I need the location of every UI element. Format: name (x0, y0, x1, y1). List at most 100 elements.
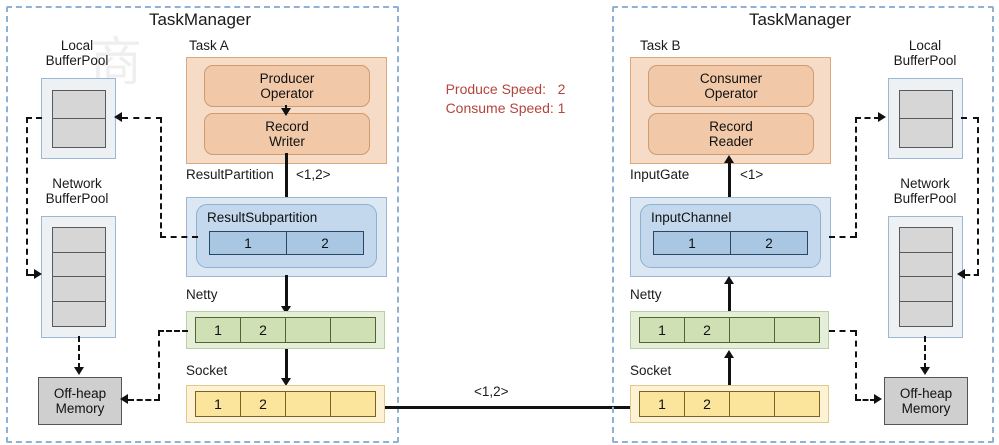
right-task-label: Task B (640, 38, 681, 53)
right-offheap-side-arrowhead (874, 394, 882, 404)
right-dash-localpool-down (977, 117, 979, 275)
subpartition-slot: 1 (210, 232, 287, 254)
netty-cell: 2 (241, 318, 286, 342)
left-netty-label: Netty (186, 287, 218, 302)
pool-cell (53, 253, 105, 277)
right-dash-into-network-pool (965, 274, 979, 276)
right-dash-into-local-pool (855, 117, 880, 119)
right-taskmanager-title: TaskManager (748, 10, 852, 29)
netty-cell (331, 318, 375, 342)
netty-cell: 2 (685, 318, 730, 342)
left-task-label: Task A (189, 38, 229, 53)
left-dash-into-offheap (128, 399, 160, 401)
netty-to-channel-arrowhead (724, 276, 734, 284)
right-network-bufferpool (888, 216, 963, 338)
right-socket-cells: 1 2 (639, 391, 820, 417)
resultpartition-label: ResultPartition (186, 167, 274, 182)
netty-cell: 1 (640, 318, 685, 342)
pool-cell (53, 91, 105, 119)
pool-cell (900, 91, 952, 119)
consume-speed-label: Consume Speed: (445, 100, 554, 116)
channel-slot: 1 (654, 232, 731, 254)
right-local-bufferpool-cells (899, 90, 953, 148)
right-dash-localpool-right (961, 117, 979, 119)
socket-cell (286, 392, 331, 416)
right-netty-cells: 1 2 (639, 317, 820, 343)
socket-to-netty-arrowhead (724, 350, 734, 358)
inputchannel-label: InputChannel (651, 210, 732, 225)
right-taskmanager-container (612, 6, 994, 443)
left-network-bufferpool (41, 216, 116, 338)
produce-speed-value: 2 (557, 81, 566, 97)
socket-cell (730, 392, 775, 416)
channel-to-reader-arrowhead (724, 155, 734, 163)
producer-to-writer-arrowhead (281, 108, 291, 116)
right-dash-netty-down (855, 330, 857, 400)
pool-cell (53, 119, 105, 147)
pool-cell (900, 277, 952, 302)
right-dash-channel-up (855, 117, 857, 238)
channel-slot: 2 (765, 235, 773, 251)
left-dash-subpartition-up (160, 117, 162, 238)
network-transfer-line (385, 406, 647, 409)
socket-to-netty-line (728, 357, 731, 385)
right-dash-channel-out (829, 236, 856, 238)
left-dash-into-local-pool (122, 117, 162, 119)
right-offheap-arrowhead (920, 367, 930, 375)
right-network-pool-arrowhead (957, 269, 965, 279)
netty-cell (730, 318, 775, 342)
right-dash-netty-out (829, 330, 856, 332)
left-network-bufferpool-cells (52, 227, 106, 327)
left-local-pool-arrowhead (114, 112, 122, 122)
right-socket-label: Socket (630, 363, 672, 378)
producer-to-writer-line (285, 105, 287, 110)
pool-cell (900, 119, 952, 147)
pool-cell (53, 277, 105, 302)
pool-cell (900, 302, 952, 327)
network-transfer-tag: <1,2> (474, 384, 509, 399)
pool-cell (53, 302, 105, 327)
produce-speed-label: Produce Speed: (445, 81, 546, 97)
left-dash-into-network-pool (26, 274, 38, 276)
left-local-bufferpool-cells (52, 90, 106, 148)
left-dash-localpool-left (26, 117, 42, 119)
left-dash-localpool-down (26, 117, 28, 275)
netty-cell: 1 (196, 318, 241, 342)
right-dash-networkpool-to-offheap (924, 336, 926, 369)
socket-cell: 2 (241, 392, 286, 416)
socket-cell: 1 (640, 392, 685, 416)
right-netty-label: Netty (630, 287, 662, 302)
left-socket-label: Socket (186, 363, 228, 378)
left-netty-cells: 1 2 (195, 317, 376, 343)
inputgate-label: InputGate (630, 167, 690, 182)
pool-cell (900, 253, 952, 277)
netty-cell (775, 318, 819, 342)
pool-cell (53, 228, 105, 253)
left-dash-netty-down (158, 330, 160, 400)
produce-speed-row: Produce Speed: 2 (430, 61, 566, 118)
resultsubpartition-label: ResultSubpartition (207, 210, 318, 225)
left-socket-cells: 1 2 (195, 391, 376, 417)
partition-to-netty-line (285, 275, 288, 310)
left-dash-subpartition-out (160, 236, 198, 238)
left-dash-netty-out (158, 330, 188, 332)
consume-speed-value: 1 (557, 100, 566, 116)
subpartition-slot: 2 (321, 235, 329, 251)
left-taskmanager-container (6, 6, 399, 443)
channel-to-reader-line (728, 162, 731, 210)
writer-to-partition-line (285, 153, 288, 202)
